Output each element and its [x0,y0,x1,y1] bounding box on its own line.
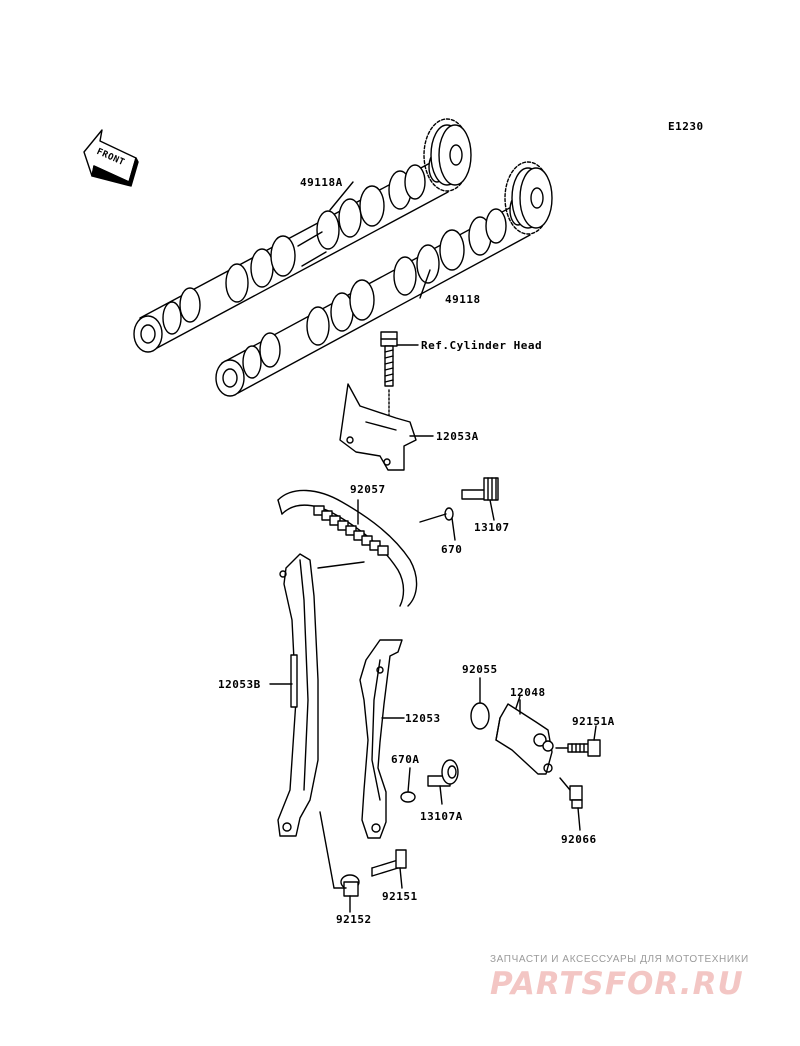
chain-tensioner [495,699,554,775]
part-label-12053[interactable]: 12053 [405,712,441,725]
part-label-92055[interactable]: 92055 [462,663,498,676]
part-label-49118A[interactable]: 49118A [300,176,343,189]
watermark-tagline: ЗАПЧАСТИ И АКСЕССУАРЫ ДЛЯ МОТОТЕХНИКИ [490,954,749,965]
bolt-92151 [371,849,407,877]
part-label-92152[interactable]: 92152 [336,913,372,926]
camshaft-intake [133,118,472,353]
timing-chain [277,489,418,607]
part-label-92151A[interactable]: 92151A [572,715,615,728]
part-label-92066[interactable]: 92066 [561,833,597,846]
collar-92152 [340,874,360,897]
camshaft-exhaust [215,161,553,397]
o-ring-92055 [470,702,490,730]
part-label-12053B[interactable]: 12053B [218,678,261,691]
part-label-670A[interactable]: 670A [391,753,420,766]
part-label-670[interactable]: 670 [441,543,463,556]
chain-guide-tensioner [359,639,405,839]
part-label-13107[interactable]: 13107 [474,521,510,534]
guide-pin-13107 [461,477,499,501]
guide-pin-13107a [427,759,459,787]
part-label-49118[interactable]: 49118 [445,293,481,306]
part-label-12053A[interactable]: 12053A [436,430,479,443]
chain-guide-long [269,553,319,837]
guide-holder [339,383,434,471]
front-arrow-icon [83,129,139,187]
diagram-code: E1230 [668,120,704,133]
o-ring-670a [400,791,416,803]
plug-92066 [559,777,583,809]
part-label-ref-cylinder-head[interactable]: Ref.Cylinder Head [421,339,543,352]
bolt-92151a [555,739,601,757]
part-label-92151[interactable]: 92151 [382,890,418,903]
watermark-logo: PARTSFOR.RU [490,966,744,1002]
part-label-13107A[interactable]: 13107A [420,810,463,823]
part-label-12048[interactable]: 12048 [510,686,546,699]
part-label-92057[interactable]: 92057 [350,483,386,496]
